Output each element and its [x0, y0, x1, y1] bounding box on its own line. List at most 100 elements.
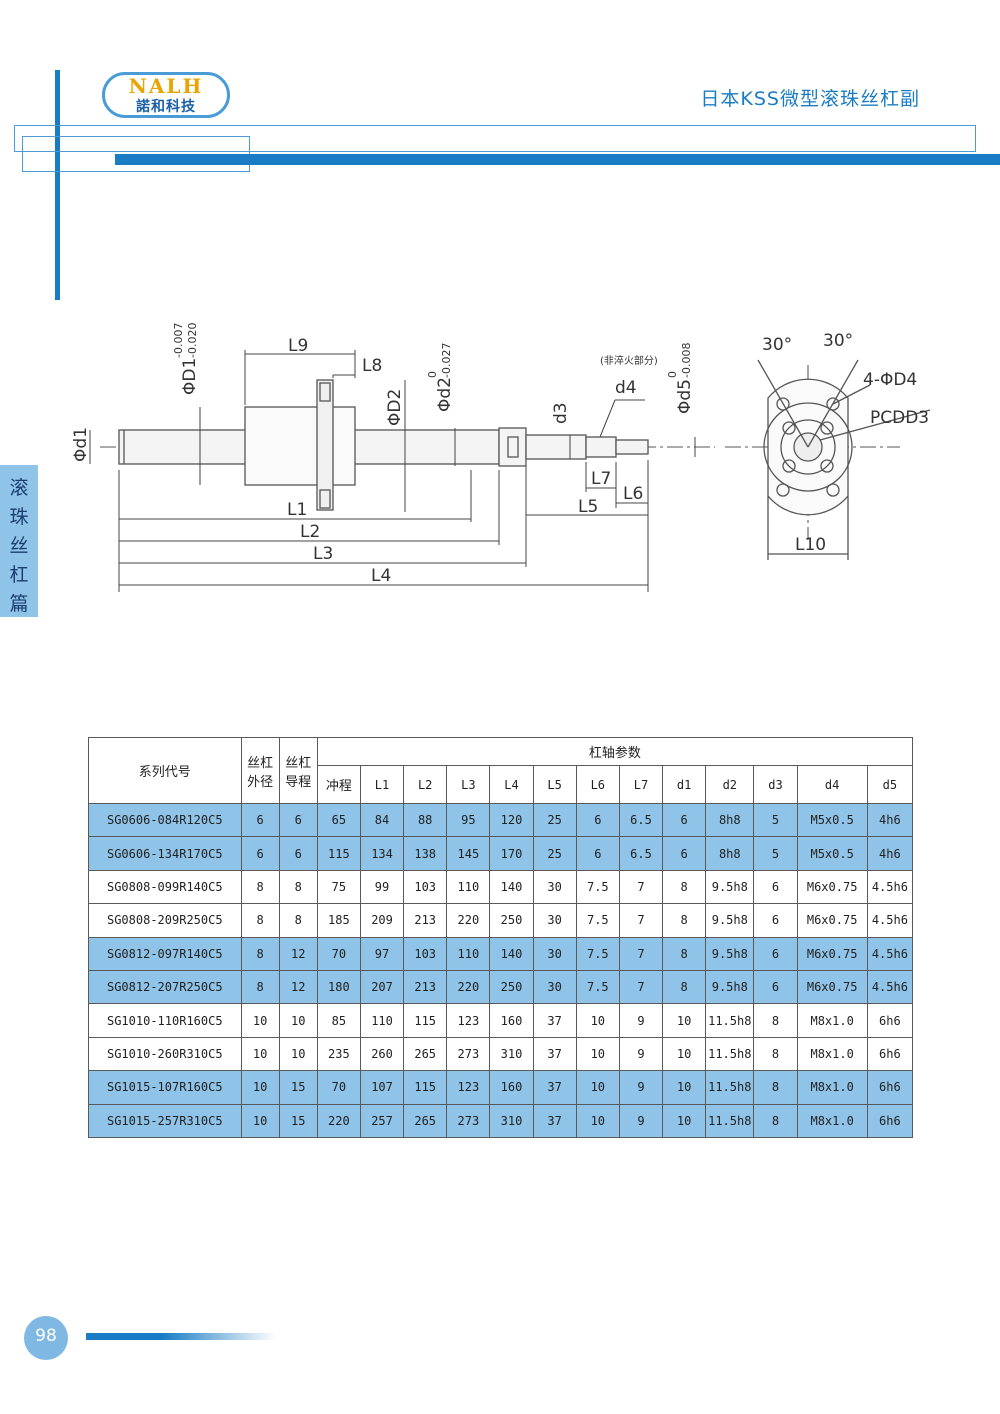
table-cell: 70 [316, 936, 361, 971]
table-cell: M6x0.75 [796, 903, 868, 938]
table-cell: 6h6 [866, 1070, 914, 1105]
table-cell: 7.5 [575, 869, 620, 905]
table-cell: 8 [662, 869, 707, 905]
series-code-cell: SG0606-084R120C5 [88, 802, 242, 838]
company-logo: NALH 諾和科技 [102, 72, 230, 118]
header-lead: 丝杠导程 [278, 737, 318, 804]
table-cell: 85 [316, 1003, 361, 1038]
table-cell: 75 [316, 869, 361, 905]
table-cell: 8h8 [705, 802, 755, 838]
table-cell: 170 [489, 836, 534, 871]
label-L5: L5 [578, 497, 598, 517]
table-cell: 12 [278, 936, 318, 971]
logo-text: NALH [128, 74, 204, 98]
table-cell: 213 [403, 903, 448, 938]
table-cell: 7 [618, 869, 664, 905]
table-cell: 220 [446, 903, 491, 938]
table-cell: 7 [618, 903, 664, 938]
table-cell: M8x1.0 [796, 1103, 868, 1138]
label-L1: L1 [287, 500, 307, 520]
header-outer-dia: 丝杠外径 [240, 737, 280, 804]
shaft-outline [100, 379, 715, 511]
table-cell: 4.5h6 [866, 936, 914, 971]
table-cell: 4.5h6 [866, 903, 914, 938]
table-cell: 6 [278, 836, 318, 871]
table-cell: 4h6 [866, 802, 914, 838]
table-cell: 103 [403, 869, 448, 905]
table-cell: 70 [316, 1070, 361, 1105]
table-cell: 310 [489, 1103, 534, 1138]
table-cell: M5x0.5 [796, 802, 868, 838]
table-cell: 185 [316, 903, 361, 938]
table-cell: 310 [489, 1036, 534, 1072]
subheader: d3 [753, 765, 798, 804]
table-cell: 6h6 [866, 1003, 914, 1038]
table-cell: 8 [662, 903, 707, 938]
table-cell: 6 [753, 903, 798, 938]
label-D2: ΦD2 [385, 389, 405, 426]
table-cell: 8 [278, 869, 318, 905]
label-d1: Φd1 [71, 427, 91, 462]
table-cell: 6.5 [618, 836, 664, 871]
table-cell: 140 [489, 869, 534, 905]
logo-cn-text: 諾和科技 [136, 99, 196, 115]
subheader: d5 [866, 765, 914, 804]
table-cell: 115 [403, 1003, 448, 1038]
spec-table: 系列代号 丝杠外径 丝杠导程 杠轴参数 冲程 L1 L2 L3 L4 L5 L6… [88, 737, 914, 1138]
table-cell: M5x0.5 [796, 836, 868, 871]
table-cell: 10 [240, 1070, 280, 1105]
subheader: L7 [618, 765, 664, 804]
table-cell: 10 [662, 1103, 707, 1138]
table-cell: 8 [240, 936, 280, 971]
end-view [725, 359, 931, 560]
label-angle-right: 30° [823, 331, 853, 351]
technical-drawing: L9 L8 ΦD1 -0.007 -0.020 Φd2 0 -0.027 ΦD2… [71, 323, 931, 592]
footer-bar [86, 1333, 276, 1340]
table-cell: 8 [753, 1003, 798, 1038]
table-cell: 103 [403, 936, 448, 971]
table-cell: 9 [618, 1103, 664, 1138]
table-cell: 8 [240, 969, 280, 1005]
table-cell: 260 [359, 1036, 405, 1072]
table-cell: 30 [532, 969, 577, 1005]
series-code-cell: SG0812-097R140C5 [88, 936, 242, 971]
table-cell: 110 [359, 1003, 405, 1038]
header-vertical-rule [55, 70, 60, 300]
table-cell: 110 [446, 936, 491, 971]
table-cell: 10 [575, 1003, 620, 1038]
label-d5: Φd5 [675, 379, 695, 414]
page-number-badge [24, 1316, 68, 1360]
table-cell: 145 [446, 836, 491, 871]
subheader: L3 [446, 765, 491, 804]
label-d4: d4 [615, 378, 637, 398]
label-d3: d3 [551, 402, 571, 424]
table-cell: 65 [316, 802, 361, 838]
table-cell: 10 [278, 1003, 318, 1038]
table-cell: 9.5h8 [705, 869, 755, 905]
header-shaft-params: 杠轴参数 [316, 737, 914, 766]
table-cell: 6 [240, 836, 280, 871]
label-L9: L9 [288, 336, 308, 356]
sidetab-char: 滚 [9, 477, 29, 499]
table-cell: 97 [359, 936, 405, 971]
table-cell: 37 [532, 1070, 577, 1105]
label-d2: Φd2 [435, 377, 455, 412]
header-series: 系列代号 [88, 737, 242, 804]
label-D1: ΦD1 [180, 358, 200, 395]
table-cell: 220 [316, 1103, 361, 1138]
label-angle-left: 30° [762, 335, 792, 355]
table-cell: 37 [532, 1036, 577, 1072]
table-cell: 8 [662, 936, 707, 971]
table-cell: 8 [753, 1036, 798, 1072]
table-cell: 9.5h8 [705, 903, 755, 938]
table-cell: 273 [446, 1036, 491, 1072]
table-cell: 84 [359, 802, 405, 838]
table-cell: 8 [753, 1070, 798, 1105]
table-cell: M6x0.75 [796, 869, 868, 905]
table-cell: 25 [532, 836, 577, 871]
